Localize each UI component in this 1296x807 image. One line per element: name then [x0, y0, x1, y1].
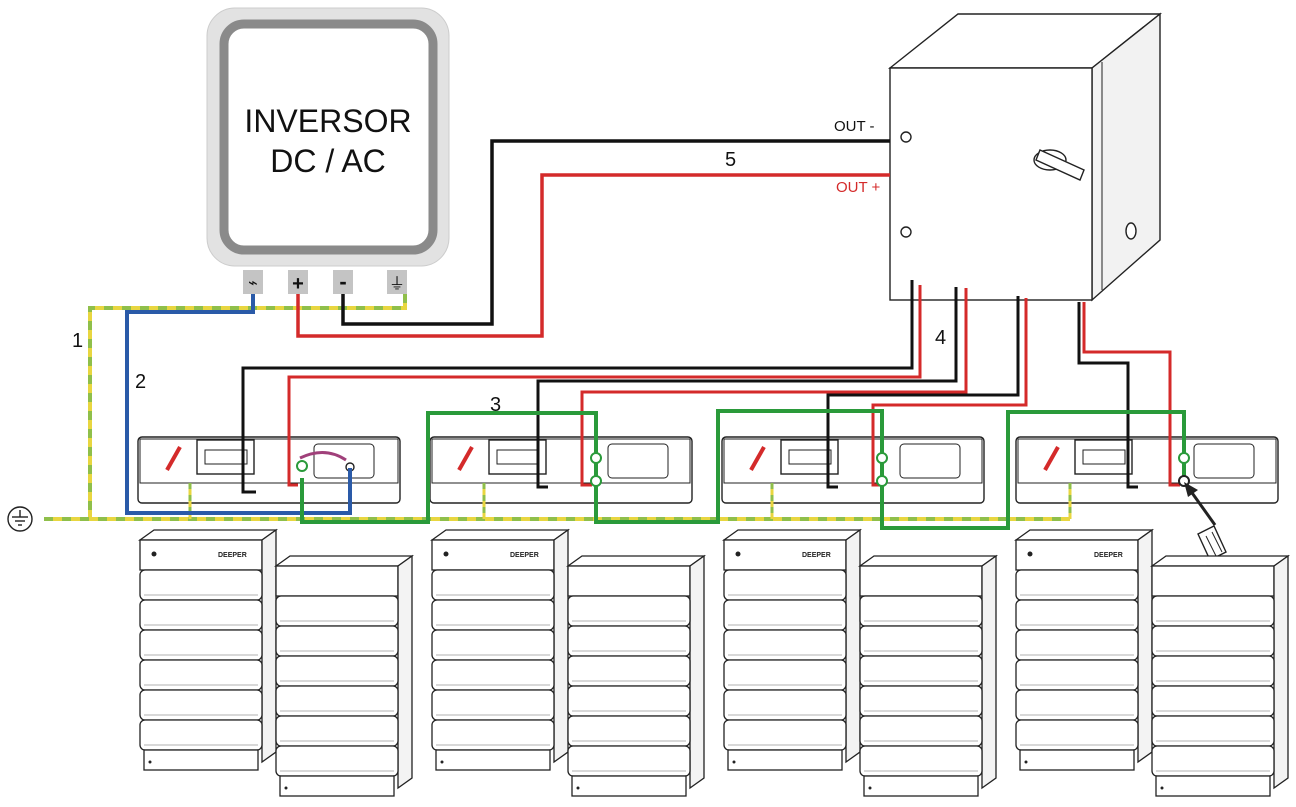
inverter-title-line1: INVERSOR — [244, 103, 411, 139]
combiner-box: OUT - OUT + — [834, 12, 1163, 302]
inverter-title-line2: DC / AC — [270, 143, 386, 179]
rotary-switch-icon — [1033, 149, 1085, 181]
battery-tower-3: DEEPER — [429, 528, 571, 771]
battery-tower-1: DEEPER — [137, 528, 279, 771]
battery-tower-5: DEEPER — [721, 528, 863, 771]
link-cable-1-2 — [300, 411, 598, 524]
branch-positive-4 — [1082, 302, 1180, 487]
bms-controller-1 — [137, 436, 401, 504]
battery-towers: DEEPER DEEPER DEEPER DEEPER — [137, 528, 1291, 797]
ground-cable — [44, 294, 1072, 521]
out-positive-label: OUT + — [836, 179, 881, 196]
communication-cable — [125, 294, 352, 515]
main-positive-cable — [296, 173, 890, 338]
battery-tower-8 — [1149, 554, 1291, 797]
cable-label-2: 2 — [135, 371, 146, 393]
cable-label-1: 1 — [72, 330, 83, 352]
bms-controller-2 — [429, 436, 693, 504]
bms-terminal-connectors — [296, 451, 1190, 487]
svg-text:+: + — [292, 273, 304, 295]
battery-brand-label: DEEPER — [218, 552, 247, 559]
bms-controller-4 — [1015, 436, 1279, 504]
battery-tower-4 — [565, 554, 707, 797]
branch-positive-3 — [871, 298, 1028, 487]
inverter: INVERSOR DC / AC ⌁ + - ⏚ — [206, 7, 450, 295]
ground-terminal-icon: ⏚ — [387, 270, 407, 294]
main-negative-cable — [341, 139, 890, 326]
link-cable-2-3 — [594, 409, 884, 524]
battery-brand-label: DEEPER — [1094, 552, 1123, 559]
positive-terminal-icon: + — [288, 270, 308, 295]
battery-brand-label: DEEPER — [802, 552, 831, 559]
terminator-plug-icon — [1184, 482, 1227, 561]
svg-text:⌁: ⌁ — [248, 275, 258, 292]
battery-tower-6 — [857, 554, 999, 797]
communication-terminal-icon: ⌁ — [243, 270, 263, 294]
out-negative-label: OUT - — [834, 118, 875, 135]
branch-negative-3 — [826, 296, 1020, 489]
ground-symbol-icon — [7, 506, 33, 532]
branch-negative-2 — [536, 287, 958, 489]
cable-label-5: 5 — [725, 149, 736, 171]
branch-positive-1 — [287, 285, 922, 487]
cable-label-3: 3 — [490, 394, 501, 416]
battery-tower-2 — [273, 554, 415, 797]
battery-brand-label: DEEPER — [510, 552, 539, 559]
svg-text:-: - — [339, 269, 346, 294]
link-cable-3-4 — [880, 410, 1186, 530]
branch-negative-4 — [1077, 302, 1138, 489]
svg-text:⏚: ⏚ — [389, 275, 405, 293]
battery-tower-7: DEEPER — [1013, 528, 1155, 771]
branch-positive-2 — [580, 288, 968, 487]
cable-label-4: 4 — [935, 327, 946, 349]
bms-controller-3 — [721, 436, 985, 504]
branch-negative-1 — [241, 280, 914, 494]
negative-terminal-icon: - — [333, 269, 353, 294]
